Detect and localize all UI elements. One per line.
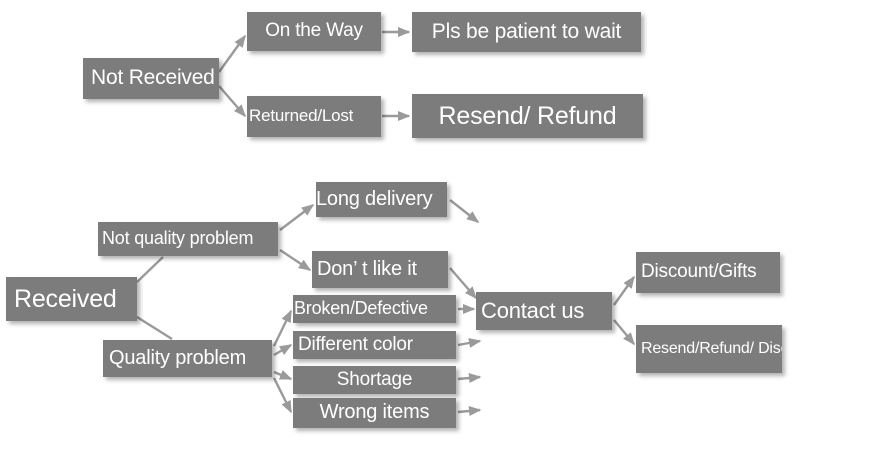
- node-on-the-way[interactable]: On the Way: [247, 12, 381, 51]
- node-label-broken-defective: Broken/Defective: [294, 298, 428, 319]
- node-dont-like-it[interactable]: Don’ t like it: [312, 251, 448, 288]
- node-label-contact-us: Contact us: [481, 298, 585, 324]
- node-broken-defective[interactable]: Broken/Defective: [293, 295, 456, 323]
- edge-contact-us-to-resend-refund-discount: [613, 319, 635, 346]
- node-long-delivery[interactable]: Long delivery: [316, 182, 447, 217]
- node-label-quality-problem: Quality problem: [109, 346, 247, 369]
- node-label-dont-like-it: Don’ t like it: [317, 257, 417, 280]
- node-label-long-delivery: Long delivery: [316, 187, 433, 210]
- node-label-resend-refund-discount: Resend/Refund/ Discount: [641, 340, 782, 358]
- edge-quality-to-broken-defective: [272, 309, 293, 347]
- node-label-pls-be-patient: Pls be patient to wait: [431, 19, 622, 43]
- node-quality-problem[interactable]: Quality problem: [103, 340, 272, 377]
- edge-quality-to-shortage: [273, 370, 293, 381]
- edge-not-quality-to-long-delivery: [279, 204, 315, 231]
- node-discount-gifts[interactable]: Discount/Gifts: [636, 252, 780, 293]
- node-resend-refund-discount[interactable]: Resend/Refund/ Discount: [636, 325, 782, 373]
- node-label-returned-lost: Returned/Lost: [249, 106, 354, 126]
- node-contact-us[interactable]: Contact us: [476, 292, 612, 330]
- edge-quality-to-different-color: [273, 343, 293, 357]
- node-label-resend-refund: Resend/ Refund: [438, 101, 617, 130]
- edge-not-quality-to-dont-like-it: [279, 249, 312, 271]
- node-label-discount-gifts: Discount/Gifts: [641, 261, 757, 283]
- node-not-received[interactable]: Not Received: [83, 58, 219, 99]
- node-shortage[interactable]: Shortage: [293, 366, 456, 394]
- edge-dont-like-it-to-contact-us: [449, 267, 477, 300]
- node-returned-lost[interactable]: Returned/Lost: [247, 96, 381, 137]
- node-label-not-received: Not Received: [91, 66, 215, 90]
- edge-quality-to-wrong-items: [272, 377, 293, 414]
- edge-different-color-to-contact-us: [457, 338, 482, 348]
- edge-contact-us-to-discount-gifts: [613, 275, 635, 306]
- node-label-shortage: Shortage: [336, 368, 413, 390]
- node-wrong-items[interactable]: Wrong items: [293, 398, 456, 428]
- node-received[interactable]: Received: [6, 277, 137, 321]
- node-label-received: Received: [14, 284, 117, 313]
- edge-wrong-items-to-contact-us: [457, 405, 482, 417]
- node-not-quality-problem[interactable]: Not quality problem: [98, 222, 278, 256]
- node-resend-refund[interactable]: Resend/ Refund: [412, 94, 643, 138]
- edge-received-to-not-quality-problem: [136, 256, 164, 283]
- node-label-different-color: Different color: [298, 333, 413, 355]
- edge-not-received-to-on-the-way: [218, 34, 246, 73]
- edge-received-to-quality-problem: [136, 315, 173, 341]
- edge-long-delivery-to-open: [449, 199, 480, 223]
- edge-shortage-to-contact-us: [457, 372, 482, 384]
- node-label-wrong-items: Wrong items: [319, 401, 430, 424]
- node-label-on-the-way: On the Way: [265, 20, 363, 42]
- node-label-not-quality-problem: Not quality problem: [102, 228, 254, 249]
- edge-not-received-to-returned-lost: [218, 85, 246, 118]
- node-pls-be-patient[interactable]: Pls be patient to wait: [412, 12, 641, 52]
- node-different-color[interactable]: Different color: [293, 331, 456, 359]
